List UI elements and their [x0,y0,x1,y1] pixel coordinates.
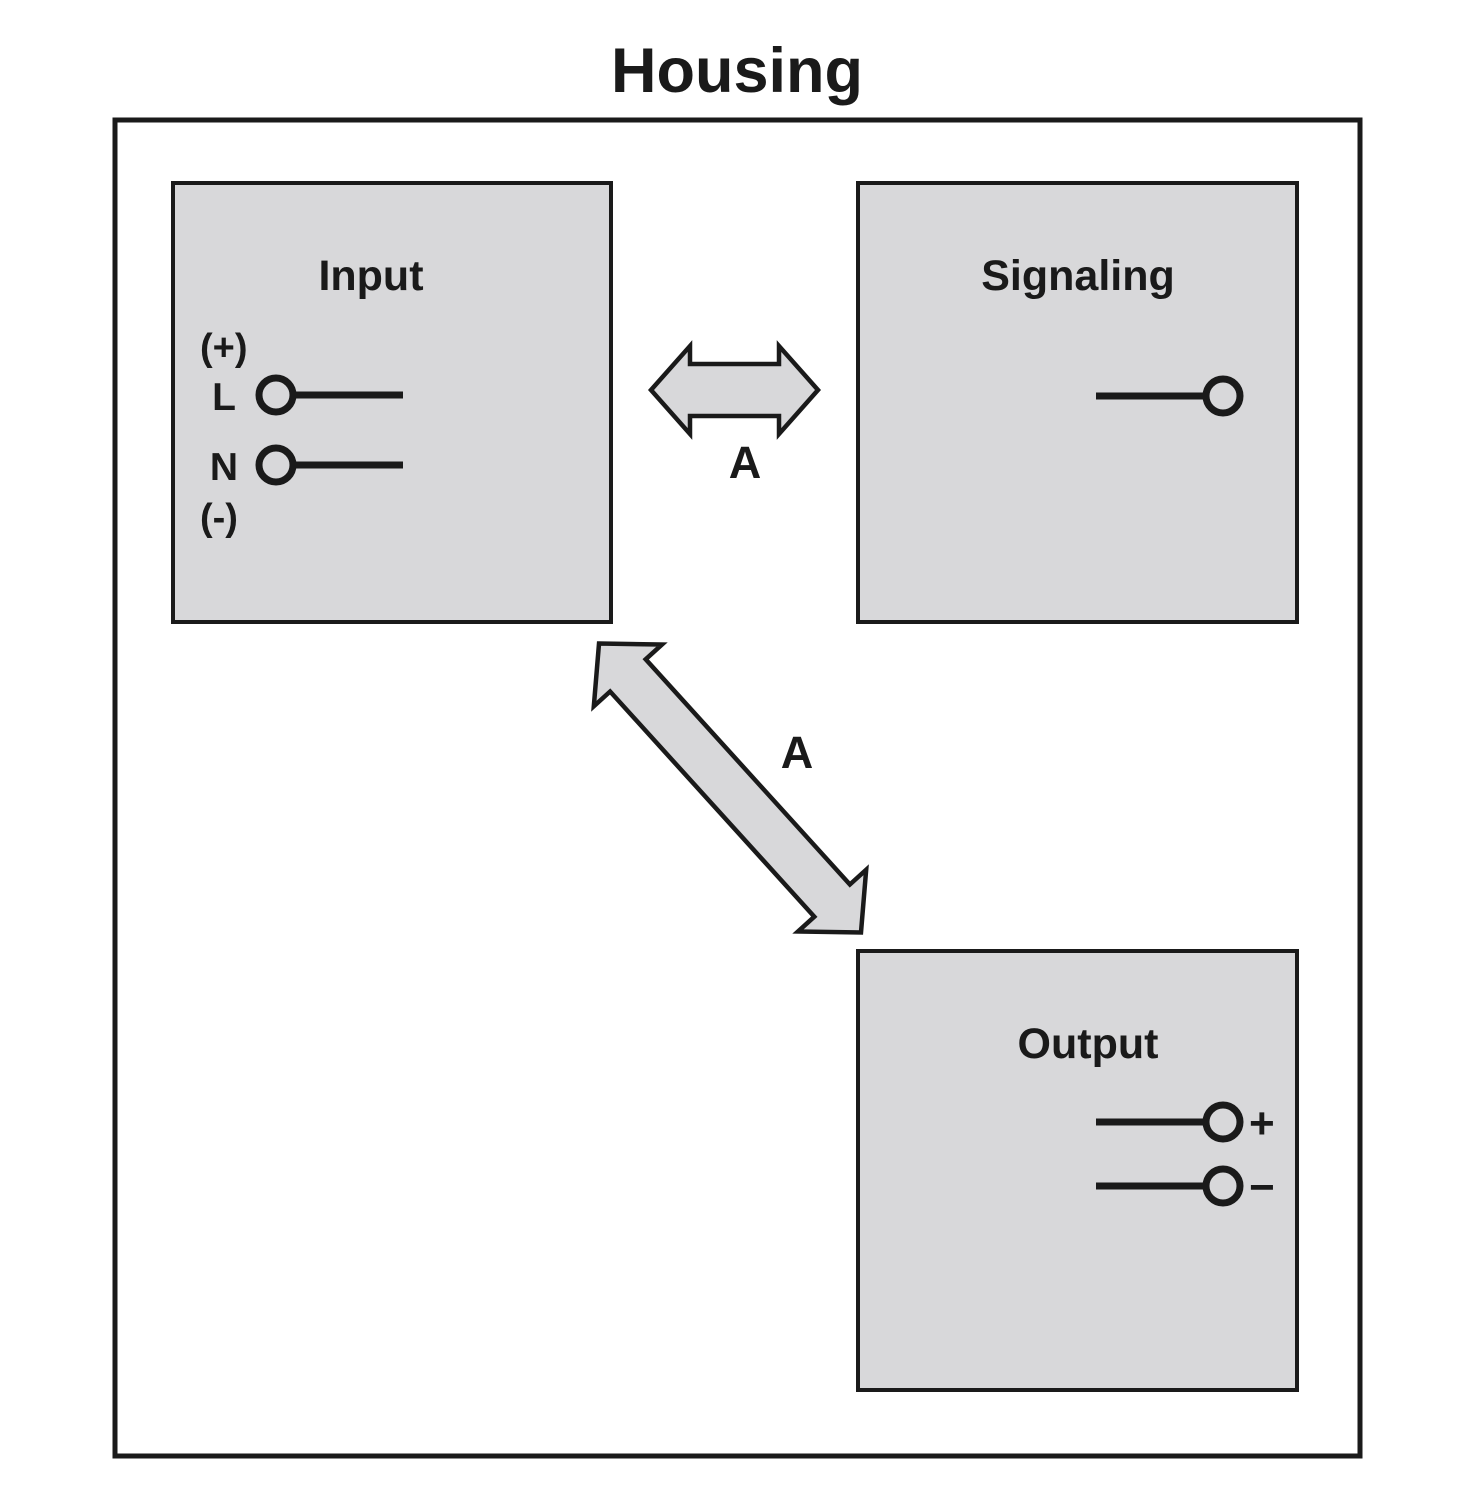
input-polarity-negative-label: (-) [200,497,238,539]
block-input[interactable]: Input (+) L N (-) [171,181,613,624]
output-terminal-positive-circle-icon[interactable] [1202,1101,1244,1143]
connector-input-output-label: A [781,727,814,778]
connector-input-output[interactable] [565,613,895,964]
input-terminal-l-circle-icon[interactable] [255,374,297,416]
block-signaling[interactable]: Signaling [856,181,1299,624]
output-terminal-negative-circle-icon[interactable] [1202,1165,1244,1207]
output-terminal-positive-label: + [1249,1099,1275,1148]
input-terminal-n-label: N [210,446,238,489]
input-terminal-l[interactable]: L [212,374,403,419]
block-output[interactable]: Output + − [856,949,1299,1392]
output-terminal-positive[interactable]: + [1096,1099,1275,1148]
output-block-label: Output [1018,1020,1159,1068]
input-terminal-n[interactable]: N [210,444,403,489]
input-block-rect [171,181,613,624]
input-block-label: Input [318,252,423,300]
signaling-block-label: Signaling [981,252,1175,300]
input-polarity-positive-label: (+) [200,327,248,369]
double-arrow-horizontal-icon [647,340,822,440]
input-terminal-n-circle-icon[interactable] [255,444,297,486]
connector-input-signaling-label: A [729,437,762,488]
page-title: Housing [611,36,863,106]
signaling-terminal[interactable] [1096,375,1244,417]
connector-input-signaling[interactable]: A [647,340,822,488]
double-arrow-diagonal-icon [591,641,869,935]
output-terminal-negative[interactable]: − [1096,1163,1275,1212]
input-terminal-l-label: L [212,376,236,419]
housing-boundary [112,117,1363,1459]
output-terminal-negative-label: − [1249,1163,1275,1212]
signaling-terminal-circle-icon[interactable] [1202,375,1244,417]
